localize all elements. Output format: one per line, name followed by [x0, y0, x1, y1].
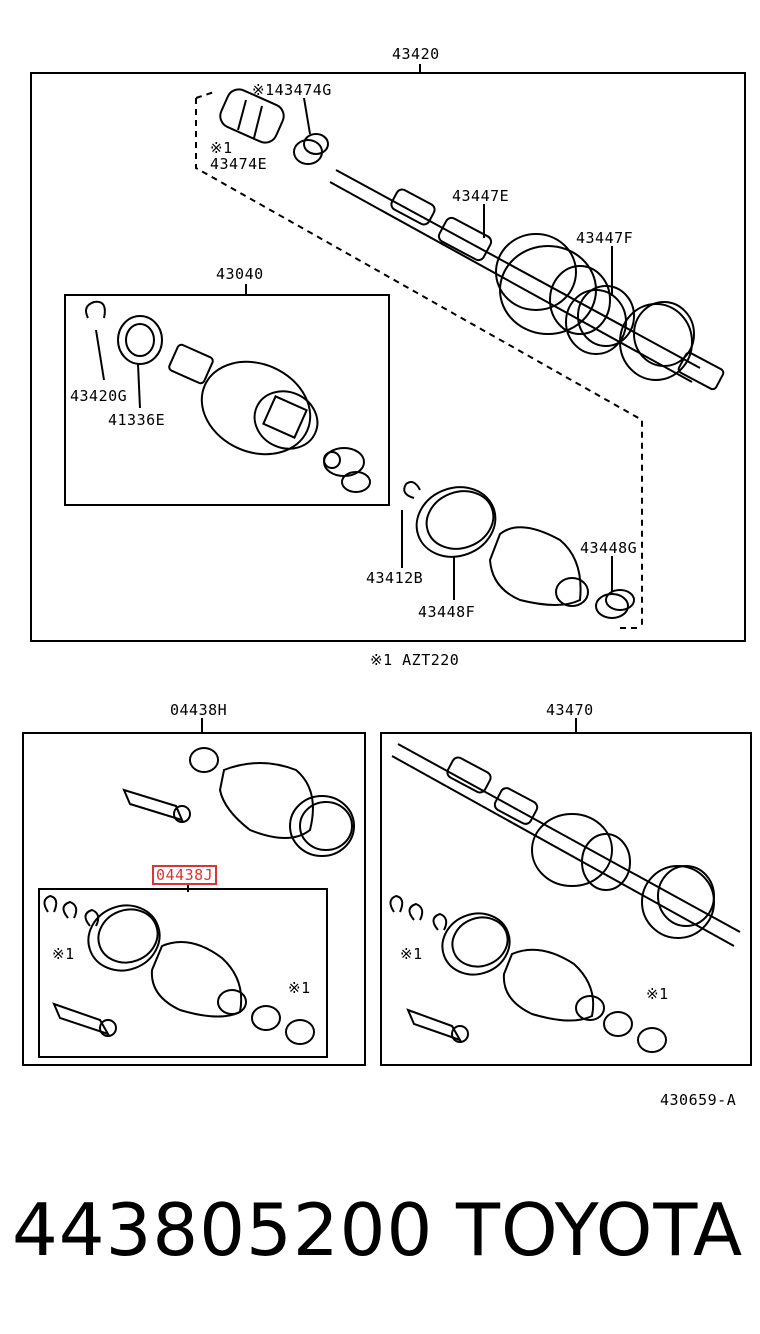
label-43447F[interactable]: 43447F — [576, 229, 634, 247]
label-43470[interactable]: 43470 — [546, 701, 594, 719]
label-43474G[interactable]: ※143474G — [252, 81, 332, 99]
diagram-code: 430659-A — [660, 1091, 737, 1109]
part-number: 443805200 — [12, 1188, 434, 1272]
note-mark-bl-b: ※1 — [288, 979, 311, 997]
dust-cover-43474E — [219, 88, 285, 144]
assembly-frame-43470 — [380, 732, 752, 1066]
label-04438J-highlighted[interactable]: 04438J — [152, 865, 218, 885]
label-43420G[interactable]: 43420G — [70, 387, 128, 405]
drive-shaft-43470 — [389, 743, 741, 1053]
label-43420[interactable]: 43420 — [392, 45, 440, 63]
label-43040[interactable]: 43040 — [216, 265, 264, 283]
label-04438H[interactable]: 04438H — [170, 701, 228, 719]
boot-kit-04438H — [122, 747, 355, 857]
inboard-joint-43040 — [85, 300, 371, 493]
assembly-frame-43040 — [64, 294, 390, 506]
drive-shaft-body — [329, 169, 725, 391]
label-43448G[interactable]: 43448G — [580, 539, 638, 557]
label-43447E[interactable]: 43447E — [452, 187, 510, 205]
label-43412B[interactable]: 43412B — [366, 569, 424, 587]
brand-name: TOYOTA — [456, 1188, 744, 1272]
note-mark-bl-a: ※1 — [52, 945, 75, 963]
label-41336E[interactable]: 41336E — [108, 411, 166, 429]
assembly-frame-04438H — [22, 732, 366, 1066]
label-43448F[interactable]: 43448F — [418, 603, 476, 621]
note-mark-br-b: ※1 — [646, 985, 669, 1003]
assembly-frame-04438J — [38, 888, 328, 1058]
note-mark: ※1 — [210, 139, 233, 157]
label-43474E[interactable]: 43474E — [210, 155, 268, 173]
note-mark-br-a: ※1 — [400, 945, 423, 963]
footnote: ※1 AZT220 — [370, 651, 460, 669]
assembly-frame-43420 — [30, 72, 746, 642]
boot-kit-04438J — [43, 894, 315, 1045]
